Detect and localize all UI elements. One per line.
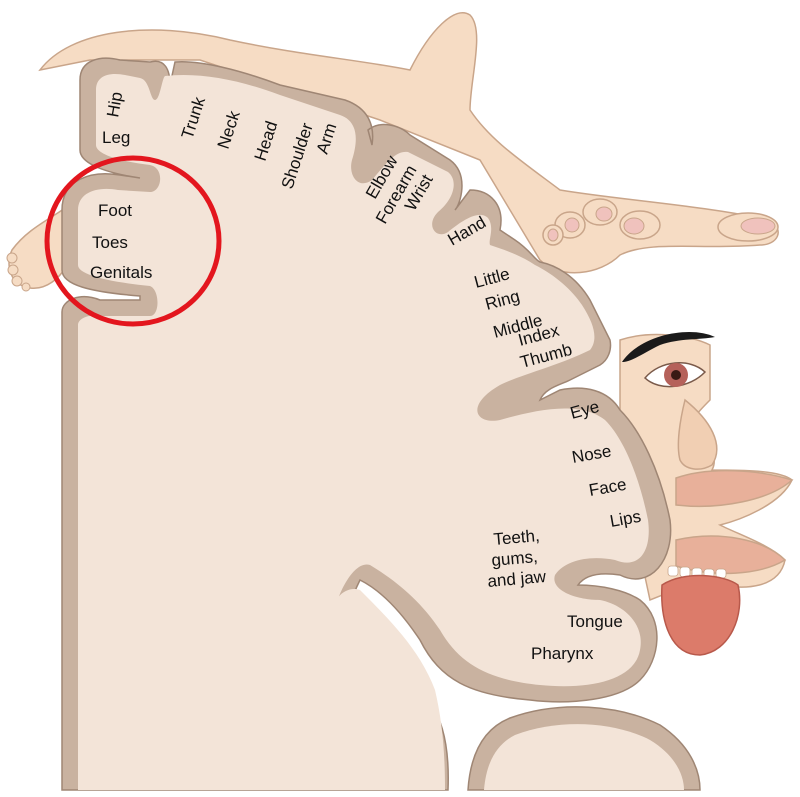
fingernails <box>547 206 776 242</box>
label-teeth-line2: gums, <box>491 547 539 570</box>
label-genitals: Genitals <box>90 263 152 282</box>
toes <box>6 252 31 292</box>
cortex-inner-matter <box>78 73 649 790</box>
label-teeth-line1: Teeth, <box>493 526 541 549</box>
label-leg: Leg <box>102 128 130 147</box>
eyebrow <box>622 331 715 362</box>
label-tongue: Tongue <box>567 612 623 631</box>
cortex-section <box>61 57 701 791</box>
label-hip: Hip <box>103 90 126 118</box>
label-foot: Foot <box>98 201 132 220</box>
highlight-circle <box>44 155 222 327</box>
label-toes: Toes <box>92 233 128 252</box>
eye-shape <box>643 362 707 388</box>
label-pharynx: Pharynx <box>531 644 594 663</box>
nose-shape <box>677 398 718 470</box>
lips-shape <box>675 469 794 575</box>
tongue-shape <box>661 574 741 656</box>
lower-gyrus-inner <box>484 724 684 790</box>
